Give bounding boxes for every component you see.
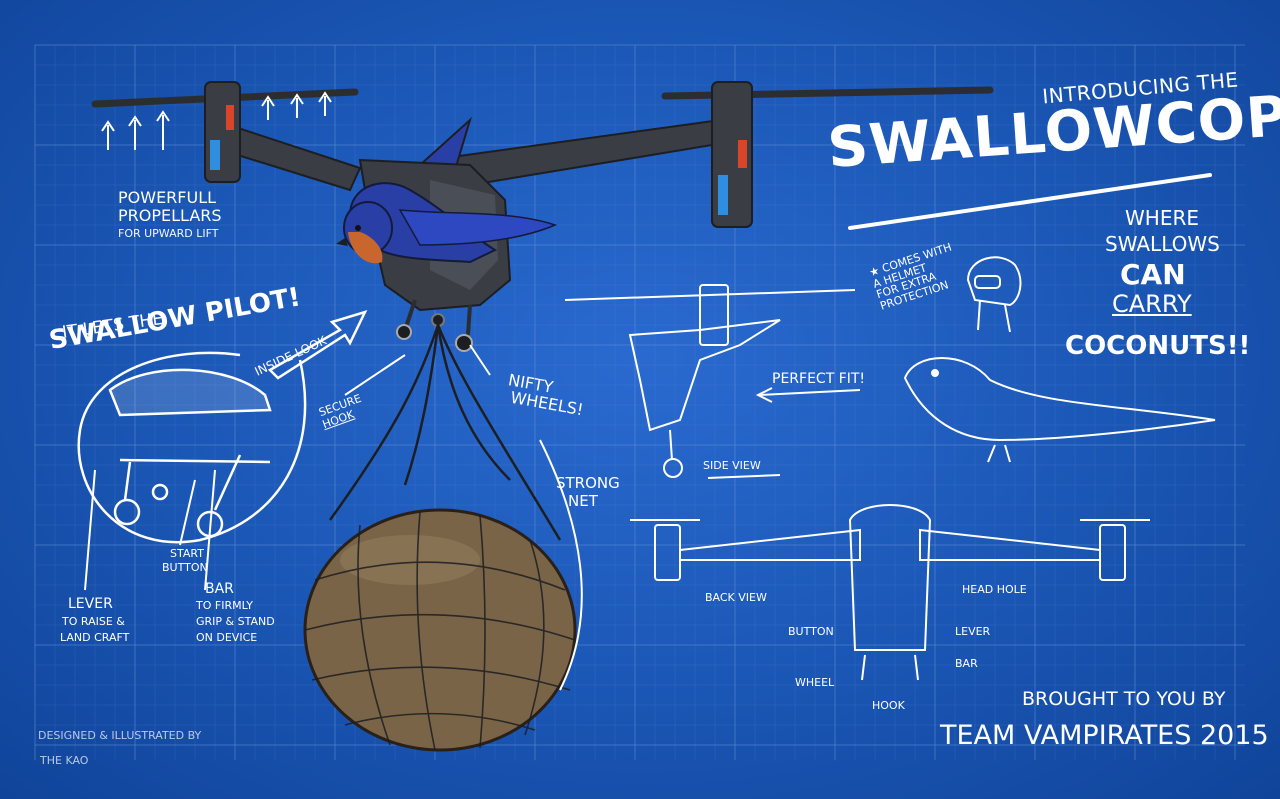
inside-look-bubble: [77, 351, 307, 544]
callout-lines: [84, 344, 861, 691]
hook-label: HOOK: [872, 699, 905, 712]
title-underline: [848, 173, 1212, 230]
swallow-face: [348, 232, 383, 264]
bar-label: BAR: [955, 657, 978, 670]
net-cords: [328, 324, 562, 541]
perfect-fit-label: PERFECT FIT!: [772, 371, 866, 387]
button-label: BUTTON: [788, 625, 834, 638]
net-mesh: [304, 511, 576, 751]
coconut-highlight: [340, 535, 480, 585]
lever-note-line: TO RAISE &: [62, 615, 125, 628]
wheel-right: [455, 334, 473, 352]
lever-label: LEVER: [955, 625, 991, 638]
wheel-left: [396, 324, 412, 340]
right-rotor-light: [738, 140, 747, 168]
drone-left-arm: [226, 126, 362, 192]
inside-look-arrow: [267, 309, 368, 380]
lever-note-title: LEVER: [68, 596, 113, 612]
tagline-can: CAN: [1120, 258, 1186, 291]
swallow-wing: [398, 209, 558, 246]
team-credit: TEAM VAMPIRATES 2015: [940, 720, 1269, 751]
bar-note-line: ON DEVICE: [196, 631, 258, 644]
left-rotor-light: [226, 105, 234, 130]
back-view-label: BACK VIEW: [705, 591, 767, 604]
back-view-sketch: [630, 504, 1150, 681]
strong-net-label-1: STRONG: [556, 474, 620, 492]
helmet-sketch: [966, 256, 1022, 333]
brought-to-you: BROUGHT TO YOU BY: [1022, 688, 1226, 710]
side-view-sketch: [564, 284, 856, 478]
swallow-sketch: [903, 357, 1216, 463]
bar-note-line: GRIP & STAND: [196, 615, 275, 628]
bar-note-line: TO FIRMLY: [196, 599, 253, 612]
main-drone-illustration: [91, 81, 994, 752]
left-rotor-stripe: [210, 140, 220, 170]
lift-arrows: [101, 91, 332, 150]
tagline-carry: CARRY: [1112, 290, 1192, 318]
propellers-title-2: PROPELLARS: [118, 206, 222, 225]
credits-line-1: DESIGNED & ILLUSTRATED BY: [38, 729, 202, 742]
right-rotor-stripe: [718, 175, 728, 215]
start-button-label-2: BUTTON: [162, 561, 208, 574]
propellers-title-1: POWERFULL: [118, 188, 217, 207]
bar-note-title: BAR: [205, 581, 234, 597]
swallow-eye: [355, 225, 361, 231]
tagline-swallows: SWALLOWS: [1105, 232, 1220, 256]
swallow-beak: [336, 238, 348, 246]
tagline-where: WHERE: [1125, 206, 1199, 230]
head-hole-label: HEAD HOLE: [962, 583, 1027, 596]
start-button-label-1: START: [170, 547, 204, 560]
hook: [431, 313, 445, 327]
side-view-label: SIDE VIEW: [703, 459, 761, 472]
propellers-sub: FOR UPWARD LIFT: [118, 227, 219, 240]
wheel-label: WHEEL: [795, 676, 835, 689]
lever-note-line: LAND CRAFT: [60, 631, 130, 644]
strong-net-label-2: NET: [568, 492, 598, 510]
credits-line-2: THE KAO: [40, 754, 89, 767]
gear-right: [466, 304, 472, 336]
tagline-coconuts: COCONUTS!!: [1065, 331, 1251, 361]
